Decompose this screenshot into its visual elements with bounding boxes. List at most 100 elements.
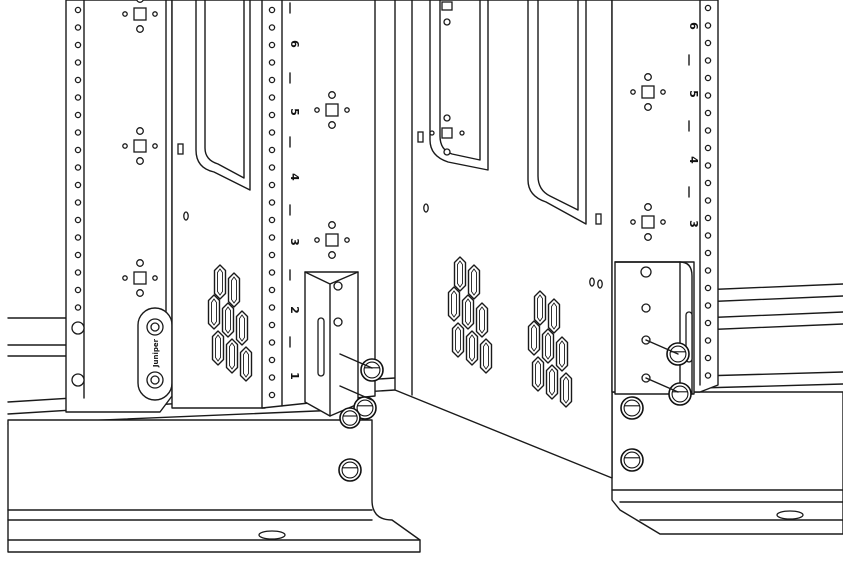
right-chassis <box>374 0 613 479</box>
right-chassis-vent-b <box>527 290 573 408</box>
rail-hole <box>704 284 712 292</box>
rail-hole <box>74 304 82 311</box>
rail-hole <box>268 59 276 66</box>
vent-slot <box>211 330 225 366</box>
vent-slot <box>239 346 253 382</box>
rail-hole <box>704 109 712 117</box>
vent-slot <box>465 330 479 366</box>
rail-hole <box>704 319 712 327</box>
rail-hole <box>268 339 276 346</box>
rail-hole <box>74 94 82 101</box>
rail-hole <box>704 144 712 152</box>
vent-slot <box>453 256 467 292</box>
rail-hole <box>704 162 712 169</box>
rail-hole <box>704 302 712 309</box>
square-hole-cluster <box>630 73 666 111</box>
hex-nut <box>339 407 361 429</box>
rail-hole <box>74 111 82 119</box>
rail-hole <box>74 251 82 259</box>
square-hole-cluster <box>314 221 350 259</box>
left-vertical-rail <box>65 0 173 413</box>
unit-number: 3 <box>687 220 700 228</box>
right-chassis-square-hole <box>429 1 465 156</box>
vent-slot <box>227 272 241 308</box>
rail-hole <box>704 4 712 12</box>
rail-hole <box>268 199 276 206</box>
rail-hole <box>268 24 276 31</box>
hex-nut <box>338 458 362 482</box>
vent-slot <box>461 294 475 330</box>
left-rail-square-holes <box>122 0 158 297</box>
rail-hole <box>74 286 82 294</box>
left-rail-holes <box>74 6 82 311</box>
rail-hole <box>268 41 276 49</box>
vent-slot <box>475 302 489 338</box>
rail-hole <box>704 267 712 274</box>
vent-slot <box>207 294 221 330</box>
hex-nut <box>620 448 644 472</box>
rail-hole <box>74 216 82 224</box>
unit-number: 6 <box>288 40 301 48</box>
vent-slot <box>235 310 249 346</box>
hex-nut <box>668 382 692 406</box>
unit-number: 3 <box>288 238 301 246</box>
square-hole-cluster <box>314 91 350 129</box>
rail-hole <box>74 59 82 66</box>
square-hole-cluster <box>122 0 158 33</box>
rail-hole <box>74 181 82 189</box>
vent-slot <box>221 302 235 338</box>
rail-hole <box>74 146 82 154</box>
mounting-ear: Juniper <box>137 307 173 401</box>
vent-slot <box>225 338 239 374</box>
rail-hole <box>74 76 82 84</box>
vent-slot <box>531 356 545 392</box>
rail-hole <box>268 164 276 171</box>
center-rail-holes <box>268 6 276 399</box>
rail-hole <box>704 92 712 99</box>
vent-slot <box>559 372 573 408</box>
unit-number: 2 <box>288 306 301 314</box>
rail-hole <box>704 127 712 134</box>
rail-hole <box>74 41 82 49</box>
vent-slot <box>555 336 569 372</box>
rail-hole <box>704 74 712 82</box>
rail-hole <box>268 304 276 311</box>
rail-hole <box>268 356 276 364</box>
vent-slot <box>541 328 555 364</box>
rail-hole <box>268 146 276 154</box>
unit-number: 5 <box>687 90 700 98</box>
rail-hole <box>268 374 276 381</box>
rail-hole <box>268 111 276 119</box>
right-slotted-bracket <box>614 261 695 395</box>
center-rail-square-holes <box>314 91 350 259</box>
hex-nut <box>620 396 644 420</box>
vent-slot <box>447 286 461 322</box>
rail-hole <box>268 234 276 241</box>
unit-number: 6 <box>687 22 700 30</box>
rail-hole <box>704 232 712 239</box>
square-hole-cluster <box>122 127 158 165</box>
rail-hole <box>704 197 712 204</box>
left-slotted-bracket <box>304 271 359 417</box>
base-rails <box>7 283 843 553</box>
rail-hole <box>74 164 82 171</box>
vent-slot <box>545 364 559 400</box>
hex-nut <box>360 358 384 382</box>
vent-slot <box>527 320 541 356</box>
square-hole-cluster <box>122 259 158 297</box>
rail-hole <box>704 337 712 344</box>
right-rail-holes <box>704 4 712 379</box>
rail-hole <box>268 94 276 101</box>
left-chassis <box>171 0 266 409</box>
rail-hole <box>704 39 712 47</box>
rail-hole <box>268 391 276 399</box>
vent-slot <box>547 298 561 334</box>
vent-slot <box>451 322 465 358</box>
rail-hole <box>74 129 82 136</box>
rail-hole <box>704 372 712 379</box>
rail-hole <box>704 249 712 257</box>
